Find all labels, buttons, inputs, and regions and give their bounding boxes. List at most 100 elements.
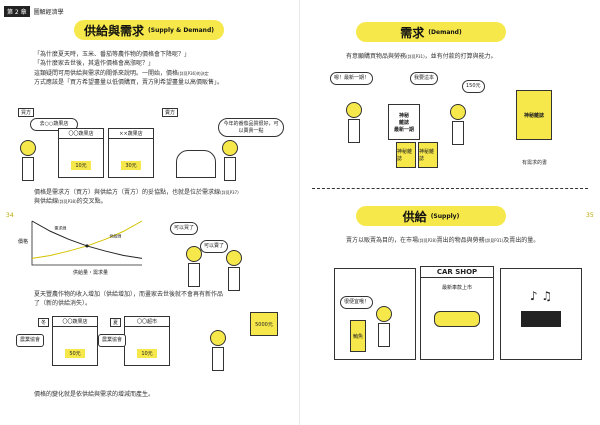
supply-demand-chart: 需求線供給線價格供給量・需求量 — [18, 215, 158, 276]
winter-shop-sign: 〇〇蔬果店 — [53, 317, 97, 327]
tuna-fish: 鮪魚 — [350, 320, 366, 352]
car-shop-sign: CAR SHOP — [421, 267, 493, 278]
demand-text: 有意願購買物品與勞務 — [346, 53, 407, 60]
painter-figure — [210, 330, 226, 371]
summer-line: 了（新的供給消失）。 — [34, 300, 92, 308]
summer-price: 10元 — [137, 349, 157, 358]
demand-text-2: ，並有付款的打算與能力。 — [424, 53, 497, 60]
piano-icon — [521, 311, 561, 327]
shop-2-price: 30元 — [121, 161, 141, 170]
title-demand-zh: 需求 — [400, 25, 425, 40]
intro-line: 「為什麼夏天時，玉米、番茄等農作物的價格會下降呢？」 — [34, 51, 191, 58]
seller-figure — [222, 140, 238, 181]
supply-definition: 賣方以販賣為目的，在市場(詳見P28)賣出的物品與勞務(詳見P31)及賣出的量。 — [346, 236, 596, 245]
seller-bubble: 今年的番茄品質很好，可以賣貴一點 — [218, 118, 284, 137]
reader-figure — [346, 102, 362, 143]
supply-text: 賣方以販賣為目的，在市場 — [346, 237, 419, 244]
chart-text-line: 價格是需求方（買方）與供給方（賣方）的妥協點，也就是位於需求線 — [34, 189, 221, 196]
concert-hall: ♪ ♫ — [500, 268, 582, 360]
big-book-title: 神秘雜誌 — [523, 112, 544, 119]
section-divider — [312, 188, 588, 189]
shop-2: ××蔬果店 30元 — [108, 128, 154, 178]
title-supply-en: (Supply) — [430, 212, 460, 220]
chart-text-line: 與供給線 — [34, 198, 59, 206]
demand-line-label: 需求線 — [54, 224, 66, 230]
fish-market — [334, 268, 416, 360]
magazine-1-title: 神秘雜誌 — [397, 149, 413, 162]
title-supply-demand: 供給與需求 (Supply & Demand) — [74, 20, 224, 40]
winter-price: 50元 — [65, 349, 85, 358]
supply-text-3: 及賣出的量。 — [503, 237, 540, 244]
shop-1-sign: 〇〇蔬果店 — [59, 129, 103, 139]
title-supply-zh: 供給 — [402, 209, 427, 224]
price-bubble: 150元 — [462, 80, 485, 93]
chart-xlabel: 供給量・需求量 — [73, 269, 108, 276]
car-icon — [434, 311, 480, 327]
supply-line-label: 供給線 — [109, 232, 121, 238]
supply-ref-1: (詳見P28) — [418, 238, 437, 243]
chart-buyer-figure — [186, 246, 202, 287]
title-en: (Supply & Demand) — [148, 26, 214, 34]
magazine-2: 神秘雜誌 — [418, 142, 438, 168]
demand-ref: (詳見P31) — [406, 54, 425, 59]
chapter-title: 圖解經濟學 — [33, 9, 64, 16]
book-caption: 有需求的書 — [522, 160, 548, 166]
painting-frame: 5000元 — [250, 312, 278, 336]
chart-bubble-buyer: 可以買了 — [170, 222, 199, 235]
winter-tag: 冬 — [38, 318, 50, 327]
car-shop: CAR SHOP 最新車款上市 — [420, 266, 494, 360]
shop-2-sign: ××蔬果店 — [109, 129, 153, 139]
demand-bubble-2: 我要這本 — [410, 72, 439, 85]
chapter-tag: 第 2 章 圖解經濟學 — [4, 6, 64, 17]
magazine-poster: 神秘 雜誌 最新一期 — [388, 104, 420, 140]
greenhouse — [176, 150, 216, 178]
supply-ref-2: (詳見P31) — [484, 238, 504, 243]
winter-person-label: 農業協會 — [16, 334, 45, 347]
painting-price: 5000元 — [255, 321, 273, 328]
shop-1-price: 10元 — [71, 161, 91, 170]
clerk-figure — [450, 104, 466, 145]
demand-line — [31, 220, 143, 259]
fish-bubble: 很便宜哦！ — [340, 296, 374, 309]
buyer-figure — [20, 140, 36, 181]
shop-1: 〇〇蔬果店 10元 — [58, 128, 104, 178]
demand-definition: 有意願購買物品與勞務(詳見P31)，並有付款的打算與能力。 — [346, 52, 586, 61]
chart-seller-figure — [226, 250, 242, 291]
supply-text-2: 賣出的物品與勞務 — [436, 237, 485, 244]
demand-bubble-1: 嗯！最新一期！ — [330, 72, 374, 85]
left-page: 第 2 章 圖解經濟學 供給與需求 (Supply & Demand) 「為什麼… — [4, 6, 294, 398]
tuna-label: 鮪魚 — [352, 333, 363, 340]
summer-shop-sign: 〇〇超市 — [125, 317, 169, 327]
chart-bubble-seller: 可以賣了 — [200, 240, 229, 253]
summer-tag: 夏 — [110, 318, 122, 327]
intro-line: 「為什麼家去世後，其遺作價格會高漲呢？」 — [34, 60, 155, 68]
buyer-bubble: 去○○蔬果店 — [30, 118, 78, 131]
title-demand-en: (Demand) — [428, 28, 462, 36]
poster-line-2: 雜誌 — [398, 119, 409, 126]
poster-line-3: 最新一期 — [393, 126, 414, 133]
supply-line — [31, 220, 143, 259]
chart-ref-1: (詳見P37) — [220, 190, 239, 195]
intro-ref: (詳見P36)的決定 — [178, 70, 209, 76]
buyer-label: 買方 — [18, 108, 35, 117]
intro-paragraph: 「為什麼夏天時，玉米、番茄等農作物的價格會下降呢？」 「為什麼家去世後，其遺作價… — [34, 50, 284, 87]
intro-line: 方式應該是「買方希望盡量以低價購買，賣方則希望盡量以高價販售」。 — [34, 78, 224, 86]
magazine-2-title: 神秘雜誌 — [419, 149, 435, 162]
page-number-left: 34 — [6, 212, 14, 219]
equilibrium-point — [85, 244, 89, 248]
big-book: 神秘雜誌 — [516, 90, 552, 140]
fishmonger-figure — [376, 306, 392, 347]
title-zh: 供給與需求 — [84, 23, 145, 38]
summer-shop: 〇〇超市 10元 — [124, 316, 170, 366]
summer-paragraph: 夏天豐農作物的收入增加（供給增加），而畫家去世後就不會再有新作品 了（新的供給消… — [34, 290, 294, 309]
chart-axes — [31, 221, 142, 266]
car-banner: 最新車款上市 — [441, 285, 472, 291]
right-page: 需求 (Demand) 有意願購買物品與勞務(詳見P31)，並有付款的打算與能力… — [300, 0, 600, 425]
chart-ylabel: 價格 — [18, 238, 28, 245]
chart-paragraph: 價格是需求方（買方）與供給方（賣方）的妥協點，也就是位於需求線(詳見P37) 與… — [34, 188, 294, 207]
page-number-right: 35 — [586, 212, 594, 219]
chapter-number: 第 2 章 — [4, 6, 30, 17]
summer-person-label: 農業協會 — [98, 334, 127, 347]
magazine-1: 神秘雜誌 — [396, 142, 416, 168]
